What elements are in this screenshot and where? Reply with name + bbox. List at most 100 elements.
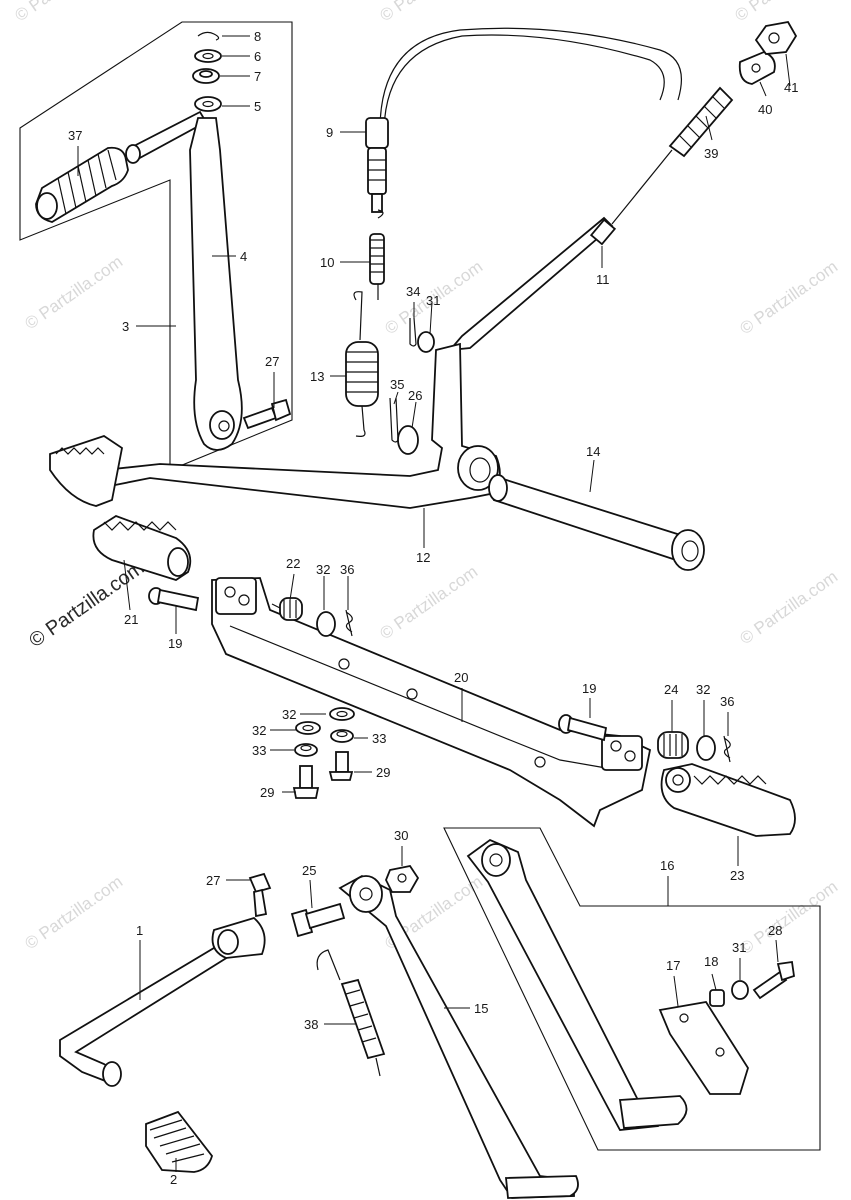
spring-24[interactable] [657, 731, 689, 759]
main-stand-15[interactable] [338, 874, 579, 1199]
watermark: © Partzilla.com [11, 0, 116, 25]
callout-33: 33 [252, 743, 266, 758]
callout-6: 6 [254, 49, 261, 64]
callout-18: 18 [704, 954, 718, 969]
brake-light-wire-b [383, 34, 665, 131]
callout-3: 3 [122, 319, 129, 334]
brake-rod-11[interactable] [447, 149, 673, 352]
brake-light-switch-9[interactable] [365, 117, 389, 213]
callout-4: 4 [240, 249, 247, 264]
watermark: © Partzilla.com [736, 877, 841, 958]
callout-12: 12 [416, 550, 430, 565]
callout-32: 32 [252, 723, 266, 738]
callout-9: 9 [326, 125, 333, 140]
washer-26[interactable] [397, 425, 419, 455]
step-bar-20[interactable] [211, 577, 652, 828]
callout-7: 7 [254, 69, 261, 84]
footpeg-21[interactable] [92, 515, 192, 581]
watermark: © Partzilla.com [736, 567, 841, 648]
pin-19-left[interactable] [148, 587, 200, 612]
bolt-set-right[interactable] [328, 707, 355, 781]
gear-shift-lever-1[interactable] [59, 916, 266, 1087]
bolt-28[interactable] [752, 960, 795, 1000]
callout-31: 31 [426, 293, 440, 308]
callout-38: 38 [304, 1017, 318, 1032]
callout-39: 39 [704, 146, 718, 161]
clip-36-upper[interactable] [345, 609, 353, 637]
callout-2: 2 [170, 1172, 177, 1187]
callout-17: 17 [666, 958, 680, 973]
bolt-set-left[interactable] [292, 721, 321, 799]
bolt-25[interactable] [290, 902, 346, 938]
washer-31-lower[interactable] [731, 980, 749, 1000]
callout-28: 28 [768, 923, 782, 938]
stand-spring-38[interactable] [316, 949, 386, 1077]
kick-arm-hole [218, 420, 230, 432]
callout-11: 11 [596, 272, 610, 287]
clip-36-right[interactable] [723, 735, 731, 763]
callout-36: 36 [340, 562, 354, 577]
bolt-27-upper[interactable] [242, 398, 292, 430]
callout-14: 14 [586, 444, 600, 459]
side-stand-group-box [443, 827, 821, 1151]
callout-27: 27 [206, 873, 220, 888]
bolt-27-lower[interactable] [248, 872, 272, 918]
spring-22[interactable] [271, 597, 303, 621]
callout-34: 34 [406, 284, 420, 299]
callout-5: 5 [254, 99, 261, 114]
stand-bracket-17[interactable] [658, 1001, 749, 1095]
brake-light-wire [379, 27, 682, 131]
nut-30[interactable] [385, 864, 420, 893]
washer-32-upper[interactable] [316, 611, 336, 637]
collar-18[interactable] [709, 989, 725, 1007]
callout-32: 32 [282, 707, 296, 722]
callout-31: 31 [732, 940, 746, 955]
callout-32: 32 [696, 682, 710, 697]
watermark: © Partzilla.com [376, 0, 481, 25]
callout-15: 15 [474, 1001, 488, 1016]
kick-shaft-end [125, 144, 141, 164]
kick-arm-boss [209, 410, 235, 440]
kick-grip-37[interactable] [35, 146, 129, 223]
split-pin-34[interactable] [409, 317, 417, 347]
callout-10: 10 [320, 255, 334, 270]
kick-arm-group-box [19, 21, 293, 471]
washer-32-right[interactable] [696, 735, 716, 761]
side-stand-16[interactable] [466, 838, 688, 1131]
callout-labels: 8 6 7 5 37 4 3 27 9 10 13 34 31 35 26 11… [68, 29, 798, 1187]
callout-24: 24 [664, 682, 678, 697]
callout-21: 21 [124, 612, 138, 627]
footpeg-23[interactable] [660, 763, 796, 837]
washer-31-upper[interactable] [417, 331, 435, 353]
callout-13: 13 [310, 369, 324, 384]
callout-29: 29 [376, 765, 390, 780]
callout-41: 41 [784, 80, 798, 95]
callout-25: 25 [302, 863, 316, 878]
adjusting-nut-41[interactable] [754, 21, 798, 55]
brake-pedal-spring-13[interactable] [345, 291, 379, 437]
callout-16: 16 [660, 858, 674, 873]
kick-washers[interactable] [192, 31, 222, 112]
kick-arm-3[interactable] [189, 117, 243, 451]
shift-rubber-2[interactable] [145, 1110, 213, 1173]
brake-rod-spring-39[interactable] [668, 86, 734, 158]
brake-rod-joint-40[interactable] [738, 51, 776, 85]
callout-26: 26 [408, 388, 422, 403]
callout-22: 22 [286, 556, 300, 571]
watermark: © Partzilla.com [731, 0, 836, 25]
callout-29: 29 [260, 785, 274, 800]
callout-35: 35 [390, 377, 404, 392]
callout-40: 40 [758, 102, 772, 117]
callout-27: 27 [265, 354, 279, 369]
callout-33: 33 [372, 731, 386, 746]
split-pin-35[interactable] [389, 397, 399, 443]
pin-19-right[interactable] [558, 714, 608, 742]
callout-23: 23 [730, 868, 744, 883]
switch-spring-10[interactable] [369, 209, 385, 300]
callout-30: 30 [394, 828, 408, 843]
watermark: © Partzilla.com [21, 252, 126, 333]
callout-19: 19 [582, 681, 596, 696]
callout-1: 1 [136, 923, 143, 938]
pedal-shaft-14[interactable] [488, 474, 705, 571]
